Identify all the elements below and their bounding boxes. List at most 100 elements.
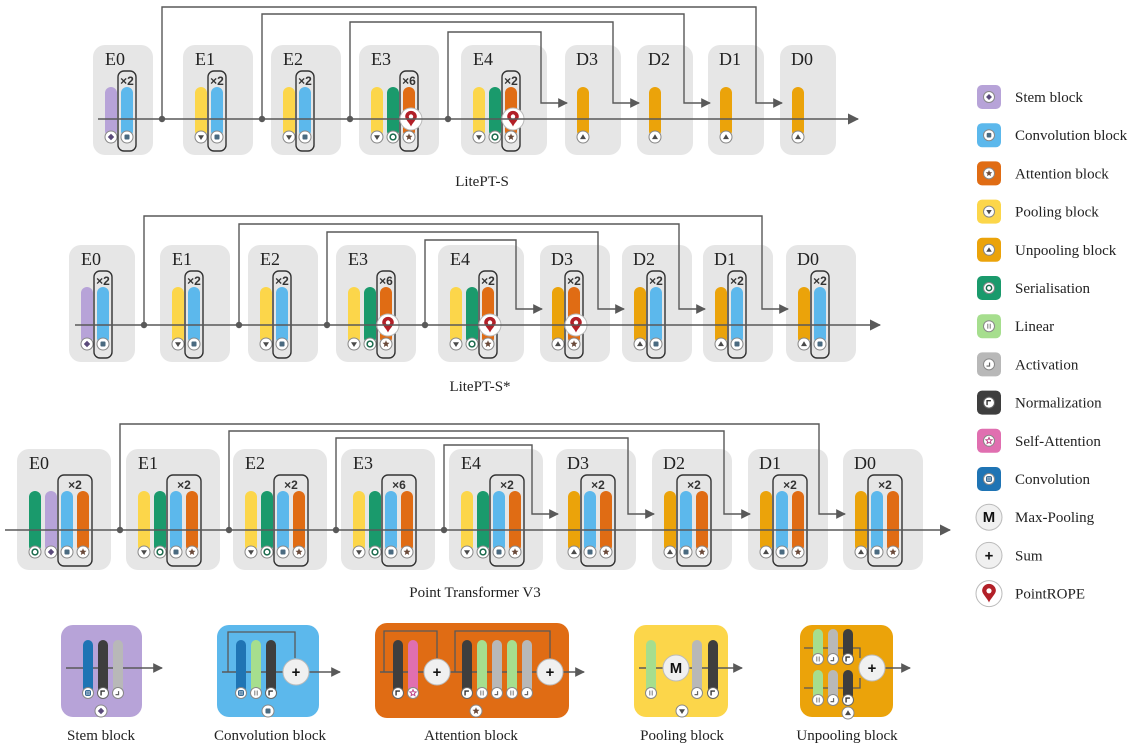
repeat-group: ×2 [580, 474, 616, 567]
conv-block-bar [298, 87, 312, 144]
stage-e2: E2×2 [271, 45, 341, 155]
serial-symbol-icon [465, 337, 479, 351]
norm-layer-bar [842, 670, 854, 706]
serial-block-bar [363, 287, 377, 351]
stage-label: E3 [353, 453, 373, 473]
linear-layer-bar [476, 640, 488, 699]
legend-item-serial: Serialisation [977, 276, 1090, 300]
repeat-count: ×2 [210, 74, 224, 88]
conv-symbol-icon [120, 130, 134, 144]
serial-symbol-icon [386, 130, 400, 144]
pool-block-bar [370, 87, 384, 144]
conv-symbol-icon [775, 545, 789, 559]
detail-attn: ++Attention block [375, 623, 585, 744]
norm-layer-bar [97, 640, 109, 699]
attn-symbol-icon [402, 130, 416, 144]
conv-symbol-icon [276, 545, 290, 559]
unpool-block-bar [759, 491, 773, 559]
block-details: Stem block+Convolution block++Attention … [61, 623, 911, 744]
repeat-count: ×2 [878, 478, 892, 492]
stage-label: D3 [567, 453, 589, 473]
convolution-symbol-icon [82, 687, 94, 699]
stage-d0: D0×2 [843, 449, 923, 570]
stem-symbol-icon [104, 130, 118, 144]
stage-e1: E1×2 [183, 45, 253, 155]
convolution-layer-bar [82, 640, 94, 699]
pool-symbol-icon [352, 545, 366, 559]
stage-label: D2 [648, 49, 670, 69]
stage-label: E4 [473, 49, 493, 69]
pool-symbol-icon [983, 205, 995, 218]
serial-symbol-icon [153, 545, 167, 559]
repeat-box [376, 270, 396, 359]
repeat-box [295, 70, 315, 152]
serial-block-bar [153, 491, 167, 559]
stage-label: D0 [854, 453, 876, 473]
repeat-box [57, 474, 93, 567]
legend-label: Normalization [1015, 396, 1102, 412]
stage-e4: E4×2 [449, 449, 543, 570]
stage-label: E1 [138, 453, 158, 473]
repeat-count: ×2 [567, 274, 581, 288]
stage-label: D3 [551, 249, 573, 269]
serial-symbol-icon [260, 545, 274, 559]
legend-item-conv: Convolution block [977, 123, 1128, 148]
junction-dot [140, 321, 148, 329]
attn-symbol-icon [292, 545, 306, 559]
conv-symbol-icon [261, 704, 275, 718]
detail-conv: +Convolution block [214, 625, 341, 744]
unpool-block-bar [714, 287, 728, 351]
sum-icon: + [858, 654, 886, 682]
unpool-block-bar [576, 87, 590, 144]
norm-layer-bar [265, 640, 277, 699]
conv-symbol-icon [275, 337, 289, 351]
max-pooling-icon: M [662, 654, 690, 682]
repeat-count: ×2 [649, 274, 663, 288]
conv-block-bar [169, 491, 183, 559]
legend-item-attn: Attention block [977, 161, 1109, 186]
repeat-box [810, 270, 830, 359]
repeat-box [646, 270, 666, 359]
legend-label: Stem block [1015, 90, 1083, 106]
stage-label: E2 [283, 49, 303, 69]
pool-symbol-icon [282, 130, 296, 144]
repeat-count: ×2 [275, 274, 289, 288]
repeat-box [564, 270, 584, 359]
norm-symbol-icon [265, 687, 277, 699]
unpool-block-bar [663, 491, 677, 559]
repeat-box [273, 474, 309, 567]
pool-block-bar [171, 287, 185, 351]
junction-dot [225, 526, 233, 534]
repeat-box [184, 270, 204, 359]
norm-symbol-icon [97, 687, 109, 699]
stage-label: E1 [195, 49, 215, 69]
conv-symbol-icon [649, 337, 663, 351]
conv-symbol-icon [96, 337, 110, 351]
stage-d0: D0 [780, 45, 836, 155]
attn-block-bar [695, 491, 709, 559]
conv-block-bar [492, 491, 506, 559]
attn-block-bar [292, 491, 306, 559]
attn-block-bar [185, 491, 199, 559]
conv-block-bar [96, 287, 110, 351]
pool-block-bar [259, 287, 273, 351]
stage-label: E3 [371, 49, 391, 69]
attn-symbol-icon [791, 545, 805, 559]
stem-block-bar [44, 491, 58, 559]
repeat-box [381, 474, 417, 567]
convolution-layer-bar [235, 640, 247, 699]
skip-connection [225, 430, 751, 534]
repeat-count: ×2 [187, 274, 201, 288]
repeat-box [867, 474, 903, 567]
conv-block-bar [813, 287, 827, 351]
linear-symbol-icon [250, 687, 262, 699]
detail-unpool: +Unpooling block [796, 625, 911, 744]
junction-dot [258, 115, 266, 123]
repeat-box [772, 474, 808, 567]
legend-item-stem: Stem block [977, 85, 1083, 109]
attn-symbol-icon [504, 130, 518, 144]
